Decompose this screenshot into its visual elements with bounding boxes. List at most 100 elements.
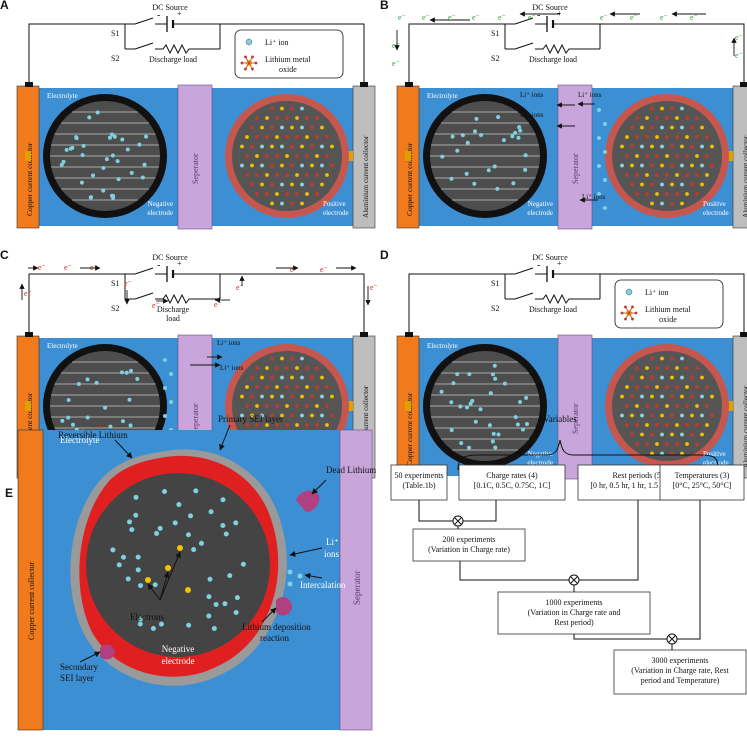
metal-oxide-site <box>330 413 334 418</box>
lithium-deposition-label-2: reaction <box>260 633 289 643</box>
metal-oxide-site <box>650 413 654 418</box>
metal-oxide-site <box>685 385 689 389</box>
li-ion <box>490 439 495 444</box>
metal-oxide-site <box>255 404 259 408</box>
metal-oxide-site <box>670 144 674 149</box>
metal-oxide-site <box>280 144 284 149</box>
metal-oxide-site <box>655 442 659 446</box>
li-ion <box>129 170 134 175</box>
metal-oxide-site <box>240 394 244 399</box>
li-ion <box>488 391 493 396</box>
connector-2 <box>459 500 639 581</box>
li-ion <box>227 573 233 579</box>
metal-oxide-site <box>655 404 659 408</box>
metal-oxide-site <box>635 192 639 196</box>
metal-oxide-site <box>250 163 254 168</box>
metal-oxide-site <box>685 423 689 427</box>
box-50-experiments: 50 experiments(Table.1b) <box>390 464 448 501</box>
metal-oxide-site <box>300 413 304 418</box>
metal-oxide-site <box>240 163 244 168</box>
negative-electrode-label: Negative <box>162 644 194 654</box>
metal-oxide-site <box>690 182 694 187</box>
discharge-load-label: Discharge load <box>529 55 577 64</box>
metal-oxide-site <box>315 404 319 408</box>
metal-oxide-site <box>670 106 674 111</box>
li-ion <box>220 523 226 529</box>
metal-oxide-site <box>250 125 254 130</box>
aluminium-collector-label: Aluminium current collector <box>742 135 747 218</box>
li-ion <box>213 601 219 607</box>
li-ion <box>135 377 140 382</box>
metal-oxide-site <box>680 394 684 399</box>
metal-oxide-site <box>710 163 714 168</box>
li-ion <box>496 432 501 437</box>
legend-li-ion-label: Li⁺ ion <box>265 38 289 47</box>
metal-oxide-site <box>625 135 629 139</box>
metal-oxide-site <box>660 125 664 130</box>
secondary-sei-deposit <box>100 644 115 660</box>
legend-metal-oxide-label: Lithium metal <box>645 305 691 314</box>
legend-li-ion-icon <box>245 38 253 46</box>
separator-label: Seperator <box>191 403 200 434</box>
metal-oxide-site <box>280 106 284 111</box>
li-ion <box>465 140 470 145</box>
dead-lithium-arrow <box>311 479 327 495</box>
li-ion <box>603 206 607 210</box>
metal-oxide-site <box>290 201 294 206</box>
copper-collector-label: Copper current collector <box>27 561 36 640</box>
electron-arrow <box>159 551 181 601</box>
anode-tab <box>405 151 411 161</box>
cathode-tab <box>347 401 353 411</box>
metal-oxide-site <box>290 125 294 130</box>
metal-oxide-site <box>650 144 654 149</box>
li-ion <box>185 532 191 538</box>
li-ion <box>460 133 465 138</box>
li-ions-label: Li⁺ ions <box>582 193 606 201</box>
li-ion <box>516 135 521 140</box>
metal-oxide-site <box>325 173 329 177</box>
metal-oxide-site <box>650 125 654 130</box>
metal-oxide-site <box>270 144 274 149</box>
positive-electrode-label: Positive <box>703 450 726 458</box>
li-ion <box>74 136 79 141</box>
li-ion <box>169 400 173 404</box>
metal-oxide-site <box>265 192 269 196</box>
metal-oxide-site <box>695 173 699 177</box>
metal-oxide-site <box>280 182 284 187</box>
legend-oxygen <box>251 55 254 59</box>
li-ion <box>515 422 520 427</box>
metal-oxide-site <box>685 154 689 158</box>
metal-oxide-site <box>300 106 304 111</box>
li-ion <box>501 138 506 143</box>
metal-oxide-site <box>645 154 649 158</box>
panel-label: A <box>0 0 9 12</box>
li-ion <box>91 173 96 178</box>
metal-oxide-site <box>275 154 279 158</box>
li-ion <box>163 358 167 362</box>
positive-terminal <box>360 332 368 337</box>
multiply-joint-1-cross <box>454 517 462 525</box>
metal-oxide-site <box>280 201 284 206</box>
metal-oxide-site <box>645 366 649 370</box>
metal-oxide-site <box>700 144 704 149</box>
box-1000-experiments-line-3: Rest period) <box>554 618 594 627</box>
copper-collector-label: Copper current collector <box>25 392 34 466</box>
metal-oxide-site <box>665 192 669 196</box>
metal-oxide-site <box>265 116 269 120</box>
metal-oxide-site <box>270 182 274 187</box>
discharge-load-label: Discharge load <box>149 55 197 64</box>
metal-oxide-site <box>290 375 294 380</box>
discharge-load-label-2: load <box>166 314 180 323</box>
electron-label: e⁻ <box>90 263 98 272</box>
metal-oxide-site <box>650 106 654 111</box>
li-ion <box>110 547 116 553</box>
metal-oxide-site <box>265 173 269 177</box>
li-ion <box>478 407 483 412</box>
positive-electrode-label: Positive <box>703 200 726 208</box>
metal-oxide-site <box>650 201 654 206</box>
dead-lithium <box>296 490 320 512</box>
metal-oxide-site <box>275 385 279 389</box>
metal-oxide-site <box>315 135 319 139</box>
electron <box>145 577 151 583</box>
li-ion <box>492 363 497 368</box>
